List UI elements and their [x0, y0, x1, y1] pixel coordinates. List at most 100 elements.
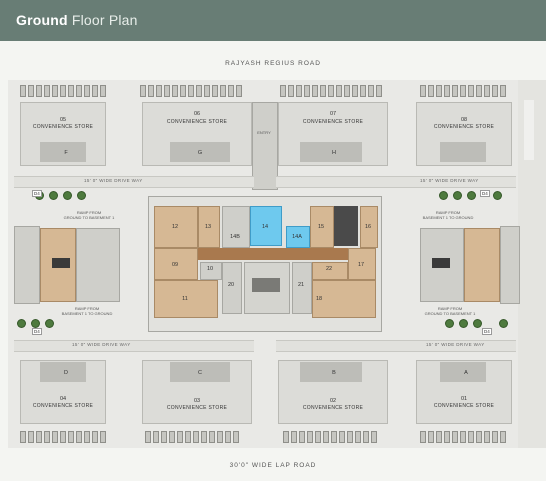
drive-way-lower-right-label: 15' 0" WIDE DRIVE WAY	[426, 342, 485, 347]
right-wing-lift	[432, 258, 450, 268]
right-wing-room	[464, 228, 500, 302]
amenity-10-label: 10	[206, 266, 214, 272]
store-02-core	[300, 362, 362, 382]
parking-row-bottom-3	[283, 430, 379, 444]
parking-row-top-3	[280, 84, 384, 98]
amenity-21-label: 21	[297, 282, 305, 288]
title-bold: Ground	[16, 12, 68, 28]
store-03-number: 03	[193, 398, 201, 404]
amenity-16	[334, 206, 358, 246]
tree	[18, 320, 25, 327]
marker-d: D	[64, 370, 68, 376]
tag-d4-lower-right: D4	[482, 328, 492, 335]
amenity-11	[154, 280, 218, 318]
ramp-right-bottom-label: RAMP FROM GROUND TO BASEMENT 1	[424, 306, 476, 316]
tree	[32, 320, 39, 327]
store-05-number: 05	[59, 117, 67, 123]
drive-way-upper-left	[14, 176, 254, 188]
page-title: Ground Floor Plan	[16, 12, 138, 28]
left-wing-lift	[52, 258, 70, 268]
store-07-core	[300, 142, 362, 162]
title-light: Floor Plan	[71, 12, 138, 28]
parking-row-top-2	[140, 84, 244, 98]
marker-g: G	[197, 150, 203, 156]
store-05-label: CONVENIENCE STORE	[32, 124, 94, 130]
amenity-14-pool	[250, 206, 282, 246]
tree	[50, 192, 57, 199]
store-01-core	[440, 362, 486, 382]
amenity-15	[310, 206, 334, 248]
store-08-core	[440, 142, 486, 162]
central-walkway	[198, 248, 348, 260]
road-bottom-label: 30'0" WIDE LAP ROAD	[229, 462, 317, 469]
amenity-16b	[360, 206, 378, 248]
parking-row-top-4	[420, 84, 508, 98]
ramp-left-bottom-label: RAMP FROM BASEMENT 1 TO GROUND	[61, 306, 113, 316]
store-06-label: CONVENIENCE STORE	[166, 119, 228, 125]
store-04-number: 04	[59, 396, 67, 402]
tree	[446, 320, 453, 327]
store-04-label: CONVENIENCE STORE	[32, 403, 94, 409]
right-side-block	[500, 226, 520, 304]
store-01-number: 01	[460, 396, 468, 402]
amenity-11-label: 11	[182, 296, 188, 302]
drive-way-upper-left-label: 15' 0" WIDE DRIVE WAY	[84, 178, 143, 183]
amenity-13-label: 13	[204, 224, 212, 230]
amenity-12-label: 12	[171, 224, 179, 230]
amenity-12	[154, 206, 198, 248]
marker-b: B	[332, 370, 336, 376]
store-01-label: CONVENIENCE STORE	[433, 403, 495, 409]
tree	[500, 320, 507, 327]
store-03-label: CONVENIENCE STORE	[166, 405, 228, 411]
tree	[468, 192, 475, 199]
left-side-block	[14, 226, 40, 304]
amenity-14a-label: 14A	[292, 234, 302, 240]
store-02-number: 02	[329, 398, 337, 404]
store-07-number: 07	[329, 111, 337, 117]
tree	[474, 320, 481, 327]
parking-row-bottom-4	[420, 430, 508, 444]
amenity-16-label: 16	[364, 224, 372, 230]
parking-row-bottom-2	[145, 430, 241, 444]
entry-passage	[252, 102, 278, 190]
amenity-21	[292, 262, 312, 314]
header-bar	[0, 0, 546, 41]
tree	[494, 192, 501, 199]
tree	[460, 320, 467, 327]
marker-h: H	[332, 150, 336, 156]
store-08-label: CONVENIENCE STORE	[433, 124, 495, 130]
tag-d4-left: D4	[32, 190, 42, 197]
amenity-22	[312, 262, 348, 280]
amenity-20	[222, 262, 242, 314]
drive-way-lower-left-label: 15' 0" WIDE DRIVE WAY	[72, 342, 131, 347]
amenity-13	[198, 206, 220, 248]
left-wing-core	[76, 228, 120, 302]
tree	[64, 192, 71, 199]
amenity-09	[154, 248, 198, 280]
amenity-17	[348, 248, 376, 280]
tree	[454, 192, 461, 199]
store-05-core	[40, 142, 86, 162]
store-06-core	[170, 142, 230, 162]
amenity-15-label: 15	[317, 224, 325, 230]
store-08-number: 08	[460, 117, 468, 123]
amenity-14b	[222, 206, 250, 248]
tree	[46, 320, 53, 327]
amenity-20-label: 20	[227, 282, 235, 288]
amenity-17-label: 17	[357, 262, 365, 268]
parking-row-bottom-1	[20, 430, 108, 444]
tag-d4-right: D4	[480, 190, 490, 197]
marker-c: C	[198, 370, 202, 376]
ramp-left-top-label: RAMP FROM GROUND TO BASEMENT 1	[63, 210, 115, 220]
tag-d4-lower-left: D4	[32, 328, 42, 335]
right-verge-block	[524, 100, 534, 160]
store-02-label: CONVENIENCE STORE	[302, 405, 364, 411]
amenity-22-label: 22	[325, 266, 333, 272]
drive-way-upper-right-label: 15' 0" WIDE DRIVE WAY	[420, 178, 479, 183]
amenity-10	[200, 262, 222, 280]
amenity-14b-label: 14B	[230, 234, 240, 240]
drive-way-lower-left	[14, 340, 254, 352]
marker-f: F	[64, 150, 68, 156]
central-lifts	[252, 278, 280, 292]
road-top-label: RAJYASH REGIUS ROAD	[225, 60, 321, 67]
